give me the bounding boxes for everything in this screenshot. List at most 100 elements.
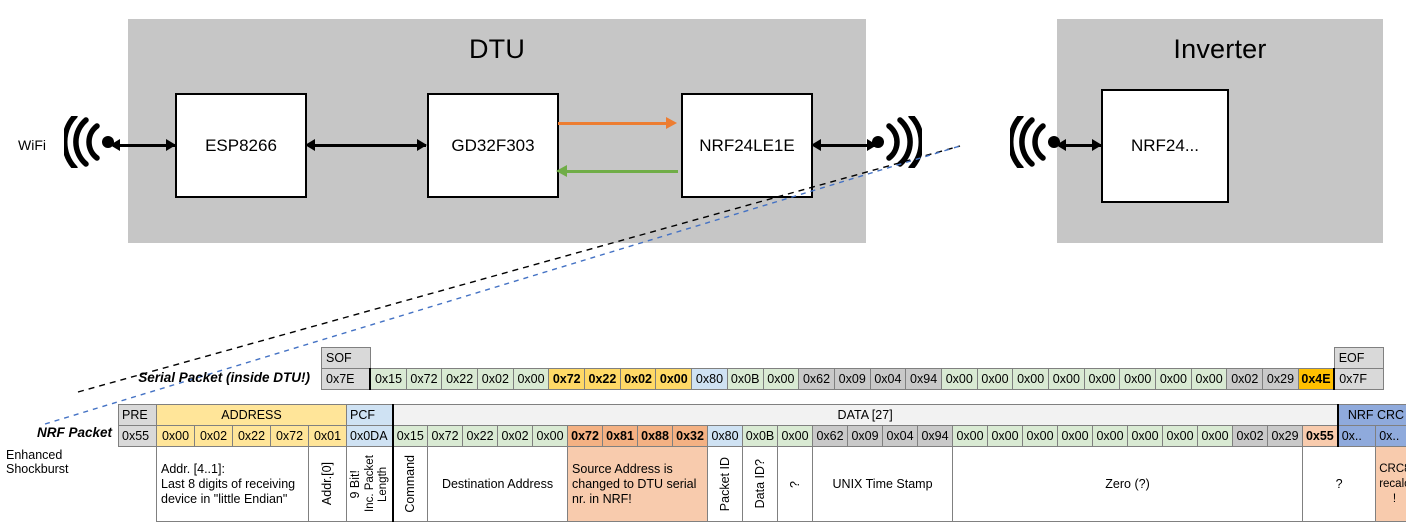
connector-antenna-nrf24	[1059, 144, 1101, 147]
nrf-pre-header: PRE	[118, 404, 157, 426]
nrf-byte: 0x00	[987, 425, 1024, 447]
nrf-address-byte: 0x01	[307, 425, 348, 447]
serial-byte: 0x00	[1155, 368, 1192, 390]
connector-nrf-antenna-dtu	[814, 144, 876, 147]
connector-esp-gd32	[308, 144, 426, 147]
nrf-address-byte: 0x02	[194, 425, 233, 447]
nrf-value-row: 0x55 0x00 0x02 0x22 0x72 0x01 0x0DA 0x15…	[118, 425, 1406, 447]
serial-header-row: SOF EOF	[321, 347, 1385, 369]
nrf-byte: 0x55	[1302, 425, 1339, 447]
nrf-pcf-header: PCF	[346, 404, 394, 426]
serial-byte: 0x29	[1262, 368, 1299, 390]
serial-byte: 0x15	[369, 368, 407, 390]
nrf-header-row: PRE ADDRESS PCF DATA [27] NRF CRC	[118, 404, 1406, 426]
serial-value-row: 0x7E 0x15 0x72 0x22 0x02 0x00 0x72 0x22 …	[321, 368, 1385, 390]
serial-byte: 0x00	[512, 368, 550, 390]
nrf-byte: 0x00	[1127, 425, 1164, 447]
nrf-address-byte: 0x22	[232, 425, 271, 447]
nrf-description-row: Addr. [4..1]: Last 8 digits of receiving…	[119, 446, 1406, 522]
nrf-crc-byte: 0x..	[1375, 425, 1406, 447]
serial-sof-value: 0x7E	[321, 368, 372, 390]
desc-source: Source Address is changed to DTU serial …	[567, 446, 709, 522]
serial-byte: 0x02	[619, 368, 657, 390]
nrf-byte: 0x02	[1232, 425, 1269, 447]
serial-byte: 0x04	[869, 368, 907, 390]
serial-byte: 0x4E	[1297, 368, 1336, 390]
nrf-packet-label: NRF Packet	[36, 425, 112, 440]
chip-nrf24le1e-label: NRF24LE1E	[699, 135, 795, 155]
desc-destination: Destination Address	[427, 446, 569, 522]
nrf-byte: 0x88	[637, 425, 674, 447]
desc-pre-empty	[119, 447, 157, 522]
serial-byte: 0x00	[976, 368, 1014, 390]
dtu-antenna-icon	[872, 116, 922, 168]
arrow-right-gd32	[417, 139, 427, 151]
nrf-byte: 0x94	[917, 425, 954, 447]
nrf-byte: 0x04	[882, 425, 919, 447]
nrf-byte: 0x09	[847, 425, 884, 447]
serial-byte: 0x22	[441, 368, 479, 390]
nrf-byte: 0x72	[427, 425, 464, 447]
chip-nrf24-label: NRF24...	[1130, 136, 1200, 155]
arrow-right-orange	[666, 117, 677, 129]
chip-gd32f303-label: GD32F303	[451, 135, 535, 155]
desc-data-id-label: Data ID?	[752, 459, 767, 509]
desc-data-id: Data ID?	[742, 446, 779, 522]
desc-command: Command	[391, 446, 429, 522]
nrf-data-header: DATA [27]	[391, 404, 1339, 426]
desc-unknown-2: ?	[1302, 446, 1377, 522]
serial-packet-label: Serial Packet (inside DTU!)	[138, 370, 310, 385]
serial-byte: 0x02	[1226, 368, 1264, 390]
nrf-byte: 0x29	[1267, 425, 1304, 447]
nrf-address-byte: 0x00	[156, 425, 195, 447]
nrf-byte: 0x32	[672, 425, 709, 447]
desc-crc8: CRC8 recalc. !	[1375, 446, 1406, 522]
serial-byte: 0x72	[548, 368, 586, 390]
serial-byte: 0x00	[762, 368, 800, 390]
arrow-left-inv-antenna	[1056, 139, 1066, 151]
desc-unix-timestamp: UNIX Time Stamp	[812, 446, 954, 522]
serial-header-gap	[370, 348, 1334, 369]
desc-addr0: Addr.[0]	[307, 446, 348, 522]
nrf-byte: 0x00	[1197, 425, 1234, 447]
desc-packet-id-label: Packet ID	[717, 456, 732, 512]
arrow-right-esp	[166, 139, 176, 151]
nrf-byte: 0x80	[707, 425, 744, 447]
arrow-left-wifi	[110, 139, 120, 151]
nrf-byte: 0x00	[1022, 425, 1059, 447]
nrf-pcf-value: 0x0DA	[346, 425, 394, 447]
desc-zero: Zero (?)	[952, 446, 1304, 522]
chip-gd32f303: GD32F303	[427, 93, 559, 198]
nrf-packet-table: PRE ADDRESS PCF DATA [27] NRF CRC 0x55 0…	[118, 404, 1406, 522]
serial-byte: 0x62	[798, 368, 835, 390]
nrf-crc-header: NRF CRC	[1336, 404, 1406, 426]
nrf-byte: 0x0B	[742, 425, 779, 447]
connector-nrf-gd32-green	[565, 170, 678, 173]
nrf-address-byte: 0x72	[270, 425, 309, 447]
serial-byte: 0x00	[1083, 368, 1121, 390]
wifi-label: WiFi	[18, 137, 46, 153]
desc-unknown-1: ?	[777, 446, 814, 522]
nrf-byte: 0x00	[1092, 425, 1129, 447]
desc-pcf-bits: 9 Bit!	[347, 469, 362, 499]
serial-byte: 0x09	[833, 368, 871, 390]
enhanced-shockburst-label: Enhanced Shockburst	[6, 448, 69, 476]
serial-byte: 0x80	[691, 368, 728, 390]
chip-nrf24le1e: NRF24LE1E	[681, 93, 813, 198]
nrf-crc-byte: 0x..	[1337, 425, 1377, 447]
inverter-title: Inverter	[1173, 34, 1267, 64]
nrf-byte: 0x00	[777, 425, 814, 447]
serial-byte: 0x94	[905, 368, 942, 390]
desc-packet-id: Packet ID	[707, 446, 744, 522]
desc-address: Addr. [4..1]: Last 8 digits of receiving…	[156, 446, 309, 522]
serial-byte: 0x00	[940, 368, 978, 390]
serial-byte: 0x72	[405, 368, 443, 390]
nrf-address-header: ADDRESS	[155, 404, 348, 426]
desc-unknown-1-label: ?	[787, 480, 802, 488]
nrf-pre-value: 0x55	[118, 425, 157, 447]
arrow-right-antenna-dtu	[867, 139, 877, 151]
chip-esp8266-label: ESP8266	[205, 135, 277, 155]
arrow-right-nrf24	[1092, 139, 1102, 151]
